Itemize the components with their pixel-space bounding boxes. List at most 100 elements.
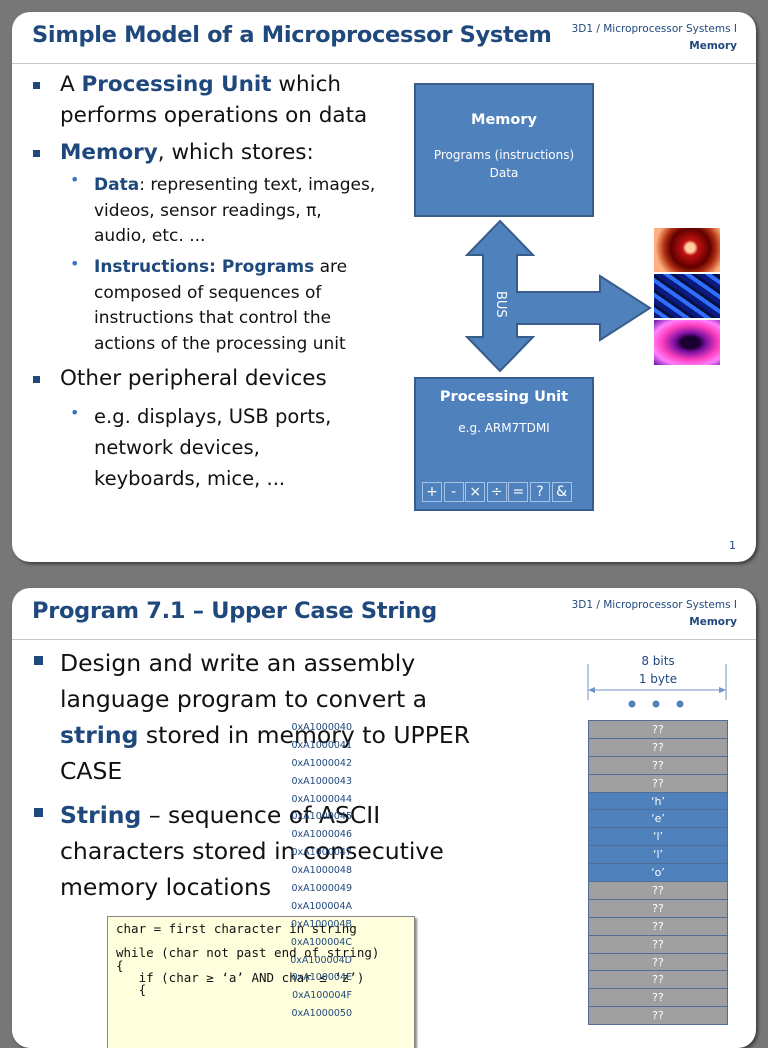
memory-address: 0xA100004C: [290, 936, 352, 948]
memory-box-title: Memory: [471, 112, 537, 128]
processing-unit-subtitle: e.g. ARM7TDMI: [458, 421, 550, 435]
sub-bullet-dot-icon: •: [70, 254, 80, 273]
bullet-square-icon: [34, 656, 43, 665]
keyword: Instructions: [94, 257, 210, 277]
memory-address: 0xA1000050: [291, 1008, 352, 1020]
bullet-design: Design and write an assembly language pr…: [60, 645, 470, 789]
keyword: Data: [94, 175, 140, 195]
bullet-text: performs operations on data: [60, 103, 368, 128]
keyword: String: [60, 801, 142, 829]
memory-cell: ‘l’: [588, 845, 728, 865]
disk-image: [654, 228, 720, 272]
bullet-square-icon: [33, 376, 40, 383]
bullet-memory: Memory, which stores:: [60, 137, 314, 168]
bullet-text: : representing text, images,: [139, 175, 376, 195]
memory-address: 0xA1000043: [291, 775, 352, 787]
memory-cell: ‘o’: [588, 863, 728, 883]
memory-cell: ‘h’: [588, 791, 728, 811]
code-line: {: [116, 957, 124, 973]
memory-address: 0xA1000048: [291, 865, 352, 877]
op-ampersand-icon: &: [551, 482, 572, 502]
op-divide-icon: ÷: [486, 482, 507, 502]
width-byte: 1 byte: [638, 672, 678, 686]
bullet-text: composed of sequences of: [94, 282, 322, 303]
bullet-peripherals: Other peripheral devices: [60, 366, 327, 391]
memory-cell: ??: [588, 755, 728, 775]
memory-address: 0xA100004F: [292, 990, 352, 1002]
bullet-text: language program to convert a: [60, 685, 428, 713]
op-question-icon: ?: [529, 482, 550, 502]
memory-address: 0xA1000045: [291, 811, 352, 823]
keyword: Programs: [221, 257, 315, 277]
bus-arrow: [464, 219, 652, 373]
section-name: Memory: [689, 40, 737, 52]
slide-1: Simple Model of a Microprocessor System …: [12, 12, 756, 562]
memory-cell: ??: [588, 898, 728, 919]
bullet-text: instructions that control the: [94, 308, 332, 328]
memory-address: 0xA1000041: [291, 739, 352, 751]
course-name: 3D1 / Microprocessor Systems I: [571, 599, 737, 611]
bullet-text: memory locations: [60, 873, 272, 901]
section-name: Memory: [689, 616, 737, 628]
bullet-text: – sequence of ASCII: [141, 801, 381, 829]
bullet-square-icon: [34, 808, 43, 817]
memory-box-line2: Data: [489, 166, 519, 180]
bullet-text: A: [60, 72, 82, 97]
bullet-text: :: [209, 257, 222, 277]
slide-title: Program 7.1 – Upper Case String: [32, 598, 437, 624]
code-line: char = first character in string: [116, 921, 357, 936]
bullet-text: which: [271, 72, 342, 97]
bullet-text: network devices,: [94, 436, 260, 459]
bullet-text: Design and write an assembly: [60, 649, 416, 677]
slide-2: Program 7.1 – Upper Case String 3D1 / Mi…: [12, 588, 756, 1048]
op-minus-icon: -: [443, 482, 464, 502]
memory-address: 0xA100004B: [291, 918, 352, 930]
keyword: Processing Unit: [81, 72, 272, 97]
bullet-text: audio, etc. ...: [94, 226, 206, 246]
mouse-image: [654, 320, 720, 365]
memory-cell: ??: [588, 737, 728, 758]
width-bits: 8 bits: [641, 654, 675, 668]
memory-cell: ‘l’: [588, 827, 728, 847]
page-number: 1: [729, 539, 736, 552]
keyword: Memory: [60, 140, 158, 165]
bullet-string: String – sequence of ASCII characters st…: [60, 797, 444, 905]
code-line: while (char not past end of string): [116, 945, 380, 961]
memory-cell: ??: [588, 1006, 728, 1026]
memory-cell: ‘e’: [588, 809, 728, 829]
memory-address: 0xA1000047: [291, 847, 352, 859]
pseudocode-box: char = first character in string while (…: [107, 916, 415, 1048]
code-line: if (char ≥ ‘a’ AND char ≤ ‘z’): [116, 969, 365, 985]
memory-address: 0xA100004E: [291, 972, 352, 984]
bullet-square-icon: [33, 82, 40, 89]
course-header: 3D1 / Microprocessor Systems I Memory: [572, 21, 737, 55]
memory-address: 0xA100004A: [291, 900, 352, 912]
code-line: {: [116, 981, 147, 997]
op-equals-icon: =: [508, 482, 529, 502]
memory-address: 0xA1000040: [291, 722, 352, 733]
bullet-text: characters stored in consecutive: [60, 837, 444, 865]
memory-cell: ??: [588, 773, 728, 793]
title-divider: [12, 639, 756, 640]
bus-label: BUS: [493, 290, 508, 318]
op-multiply-icon: ×: [465, 482, 486, 502]
sub-bullet-dot-icon: •: [70, 403, 80, 422]
memory-address: 0xA1000044: [291, 793, 352, 805]
memory-cell: ??: [588, 970, 728, 990]
bullet-text: keyboards, mice, ...: [94, 467, 286, 490]
processing-unit-title: Processing Unit: [439, 389, 569, 405]
byte-width-arrow: [587, 664, 727, 708]
memory-address: 0xA1000042: [291, 757, 352, 769]
bullet-processing-unit: A Processing Unit which performs operati…: [60, 69, 367, 131]
keyword: string: [60, 721, 139, 749]
sub-bullet-data: Data: representing text, images, videos,…: [94, 173, 375, 250]
byte-width-label: 8 bits 1 byte: [588, 652, 728, 688]
operations-row: +-×÷=?&: [422, 481, 573, 502]
memory-box-line1: Programs (instructions): [433, 148, 575, 162]
bullet-square-icon: [33, 150, 40, 157]
memory-address: 0xA1000046: [291, 829, 352, 841]
memory-address: 0xA100004D: [290, 954, 352, 966]
memory-cell: ??: [588, 881, 728, 901]
memory-cell: ??: [588, 720, 728, 740]
sub-bullet-instructions: Instructions: Programs are composed of s…: [94, 255, 347, 357]
